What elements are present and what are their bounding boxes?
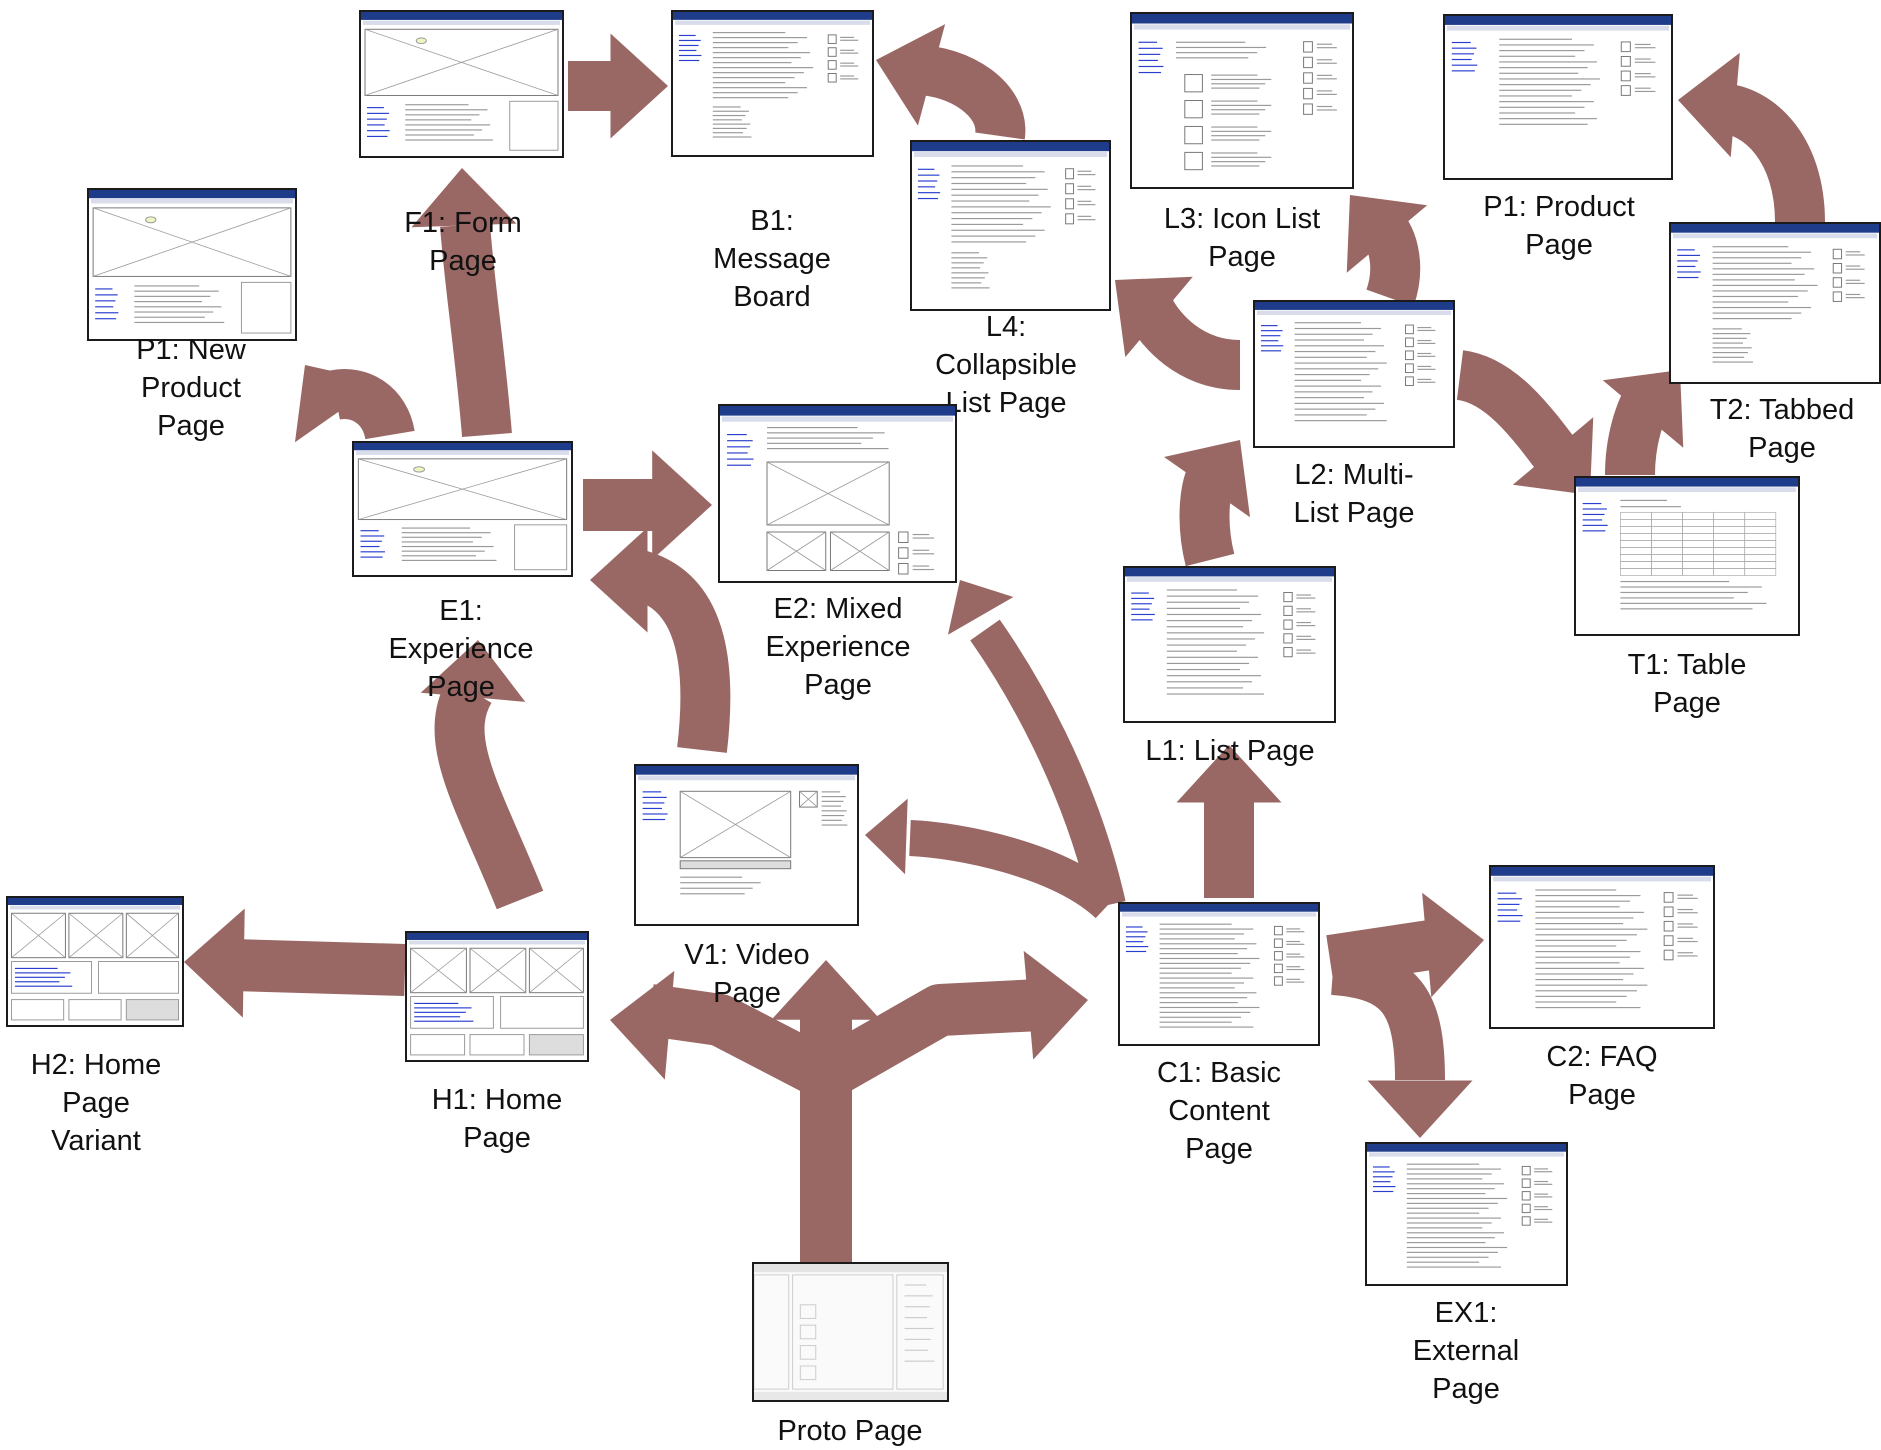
thumbnail-h1 (405, 931, 589, 1062)
arrow-l4-to-b1 (876, 24, 1026, 140)
node-label-h2: H2: Home Page Variant (30, 1049, 162, 1157)
arrow-e1-to-p1-new (294, 365, 415, 443)
thumbnail-p1-new (87, 188, 297, 341)
node-label-ex1: EX1: External Page (1412, 1297, 1520, 1405)
thumbnail-c2 (1489, 865, 1715, 1029)
thumbnail-e1 (352, 441, 573, 577)
thumbnail-ex1 (1365, 1142, 1568, 1286)
arrow-c1-to-e2 (947, 580, 1126, 909)
thumbnail-e2 (718, 404, 957, 583)
node-label-t1: T1: Table Page (1627, 649, 1747, 719)
thumbnail-l2 (1253, 300, 1455, 448)
thumbnail-t1 (1574, 476, 1800, 636)
node-label-e2: E2: Mixed Experience Page (765, 593, 911, 701)
arrow-l2-to-l4 (1115, 276, 1242, 390)
arrow-e1-to-f1 (411, 168, 517, 438)
thumbnail-l4 (910, 140, 1111, 311)
node-label-p1-new: P1: New Product Page (136, 334, 246, 442)
arrow-h1-to-h2 (184, 908, 406, 1018)
arrow-e1-to-e2 (583, 450, 712, 560)
arrow-c1-to-l1 (1176, 745, 1282, 898)
arrow-l1-to-l2 (1164, 440, 1251, 567)
arrow-c1-to-ex1 (1330, 945, 1473, 1138)
arrow-l2-to-t1 (1455, 350, 1594, 495)
arrow-c1-to-v1 (865, 798, 1121, 919)
node-label-proto: Proto Page (777, 1415, 923, 1447)
thumbnail-v1 (634, 764, 859, 926)
arrow-h1-to-e1 (420, 640, 544, 910)
node-label-l3: L3: Icon List Page (1163, 203, 1321, 273)
arrow-v1-to-e1 (590, 527, 731, 753)
thumbnail-l3 (1130, 12, 1354, 189)
arrow-t2-to-p1-product (1678, 52, 1825, 223)
arrow-f1-to-b1 (568, 33, 668, 139)
node-label-l1: L1: List Page (1145, 735, 1315, 767)
arrow-proto-to-c1 (800, 950, 1088, 1262)
node-label-b1: B1: Message Board (713, 205, 831, 313)
arrow-t1-to-t2 (1602, 370, 1684, 476)
thumbnail-p1-product (1443, 14, 1673, 180)
thumbnail-l1 (1123, 566, 1336, 723)
node-label-t2: T2: Tabbed Page (1709, 394, 1855, 464)
thumbnail-t2 (1669, 222, 1881, 384)
arrow-l2-to-l3 (1346, 195, 1428, 307)
thumbnail-c1 (1118, 902, 1320, 1046)
node-label-h1: H1: Home Page (431, 1084, 563, 1154)
node-label-c2: C2: FAQ Page (1546, 1041, 1658, 1111)
thumbnail-f1 (359, 10, 564, 158)
node-label-p1-product: P1: Product Page (1483, 191, 1635, 261)
thumbnail-proto (752, 1262, 949, 1402)
node-label-l2: L2: Multi- List Page (1293, 459, 1415, 529)
node-label-c1: C1: Basic Content Page (1156, 1057, 1282, 1165)
thumbnail-h2 (6, 896, 184, 1027)
node-label-v1: V1: Video Page (684, 939, 810, 1009)
thumbnail-b1 (671, 10, 874, 157)
node-label-f1: F1: Form Page (404, 207, 522, 277)
node-label-e1: E1: Experience Page (388, 595, 534, 703)
